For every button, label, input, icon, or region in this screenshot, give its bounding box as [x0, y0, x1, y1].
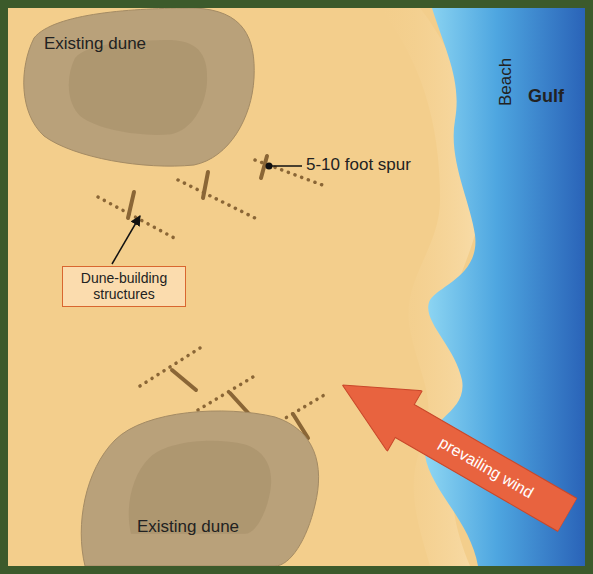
- callout-text: Dune-building structures: [67, 270, 181, 302]
- dune-label: Existing dune: [44, 34, 146, 54]
- sand-ground: [8, 8, 585, 566]
- dune-shade: [69, 40, 207, 135]
- leader-arrow: [112, 216, 140, 264]
- dune-label: Existing dune: [137, 517, 239, 537]
- callout-box: Dune-building structures: [62, 266, 186, 307]
- dune-shape: Existing dune: [75, 405, 325, 566]
- wind-arrow-fill: [325, 355, 585, 546]
- leader-line: [269, 165, 302, 167]
- gulf-water: [425, 8, 585, 566]
- beach-label: Beach: [496, 58, 516, 106]
- dune-shape-fill: [24, 8, 254, 166]
- dune-shape: Existing dune: [14, 8, 259, 168]
- spur-label: 5-10 foot spur: [306, 155, 411, 175]
- dune-shape-fill: [81, 411, 318, 566]
- dune-shape-outline: [14, 8, 259, 168]
- gulf-label: Gulf: [528, 86, 564, 107]
- dune-shape-outline: [75, 405, 325, 566]
